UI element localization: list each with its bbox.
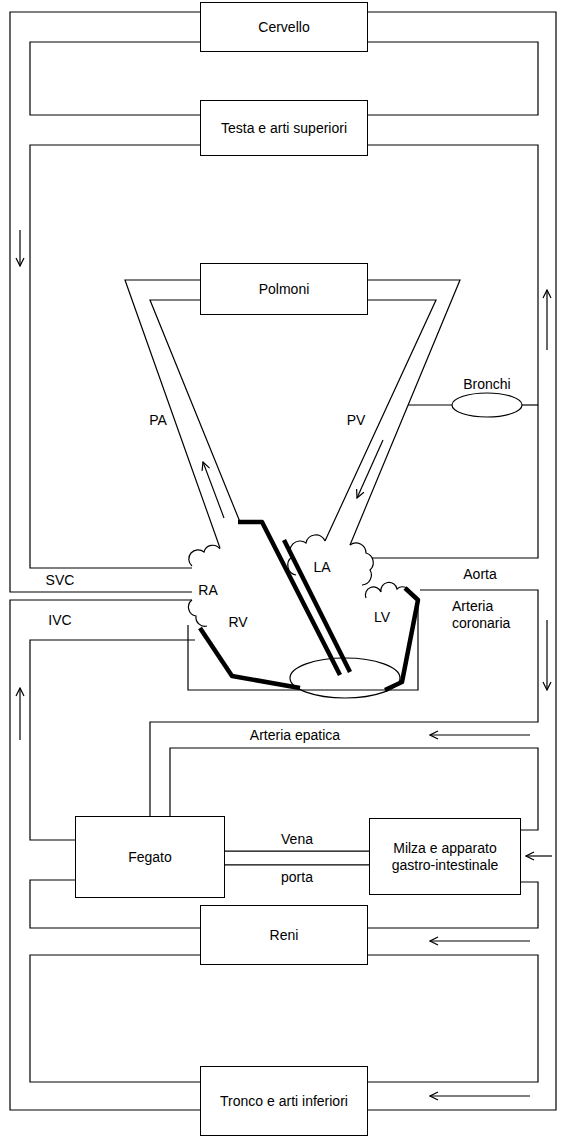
flow-arrow: [526, 855, 552, 856]
vessel-wall: [368, 42, 538, 115]
organ-name: Testa e arti superiori: [215, 120, 353, 137]
vessel-wall: [150, 590, 538, 816]
organ-box: Reni: [200, 905, 368, 965]
chamber-label: RA: [198, 582, 217, 599]
vessel-wall: [225, 851, 369, 866]
flow-arrow: [430, 940, 530, 941]
vessel-wall: [368, 145, 538, 558]
organ-name: Fegato: [122, 849, 178, 866]
organ-box: Polmoni: [200, 263, 368, 315]
flow-arrow: [19, 230, 20, 266]
coronary-vessel: [284, 540, 350, 672]
vessel-wall: [350, 280, 460, 545]
organ-name: Reni: [264, 927, 305, 944]
coronary-vessel: [385, 588, 418, 690]
coronary-vessel: [200, 628, 300, 688]
organ-name: Polmoni: [253, 281, 316, 298]
flow-arrow: [546, 620, 547, 690]
atrium-outline: [350, 543, 373, 585]
bronchial-vessel: [408, 404, 452, 405]
heart-frame: [188, 598, 418, 690]
flow-arrow: [430, 1095, 530, 1096]
bronchial-vessel: [522, 404, 538, 405]
organ-ellipse: Bronchi: [450, 376, 524, 418]
coronary-vessels: [200, 522, 418, 690]
vessel-label: PA: [149, 412, 167, 429]
vessel-label: Arteria epatica: [250, 727, 340, 744]
organ-box: Cervello: [200, 2, 368, 52]
vessel-wall: [30, 955, 200, 1082]
vessel-wall: [125, 280, 220, 548]
flow-arrow: [19, 688, 20, 740]
chamber-label: LA: [313, 559, 330, 576]
vessel-label: IVC: [48, 612, 71, 629]
organ-box: Fegato: [75, 816, 225, 898]
heart-drawing: [188, 535, 418, 698]
organ-name: Bronchi: [450, 376, 524, 393]
organ-name: Tronco e arti inferiori: [214, 1093, 354, 1110]
chamber-label: RV: [228, 614, 247, 631]
vessel-lumen: [225, 852, 369, 865]
vessel-label: Vena porta: [281, 820, 313, 896]
vessel-label: Aorta: [463, 566, 496, 583]
atrium-outline: [188, 600, 207, 626]
vessel-connector: [225, 858, 369, 859]
vessel-wall: [368, 12, 556, 1110]
flow-arrow: [430, 734, 530, 735]
organ-name: Milza e apparato gastro-intestinale: [370, 840, 520, 874]
flow-arrow: [203, 462, 224, 518]
vessel-wall: [30, 42, 200, 115]
vessel-wall: [150, 300, 240, 522]
atrium-outline: [189, 545, 220, 566]
vessel-wall: [10, 12, 200, 592]
vessel-wall: [30, 640, 195, 840]
chamber-label: LV: [374, 609, 390, 626]
vessel-walls: [10, 12, 556, 1110]
vessel-wall: [30, 145, 200, 568]
coronary-vessel: [238, 522, 340, 675]
vessel-wall: [325, 300, 436, 541]
vessel-wall: [368, 955, 538, 1082]
organ-box: Tronco e arti inferiori: [200, 1066, 368, 1136]
vessel-label: Arteria coronaria: [452, 598, 532, 632]
flow-arrow: [546, 290, 547, 350]
vessel-label: PV: [347, 412, 366, 429]
flow-arrows: [20, 230, 552, 1096]
ellipse-shape: [452, 393, 522, 417]
organ-box: Testa e arti superiori: [200, 100, 368, 156]
flow-arrow: [357, 440, 383, 498]
vessel-label: SVC: [46, 572, 75, 589]
organ-box: Milza e apparato gastro-intestinale: [369, 818, 521, 895]
valve-outline: [365, 582, 410, 598]
organ-name: Cervello: [252, 19, 315, 36]
